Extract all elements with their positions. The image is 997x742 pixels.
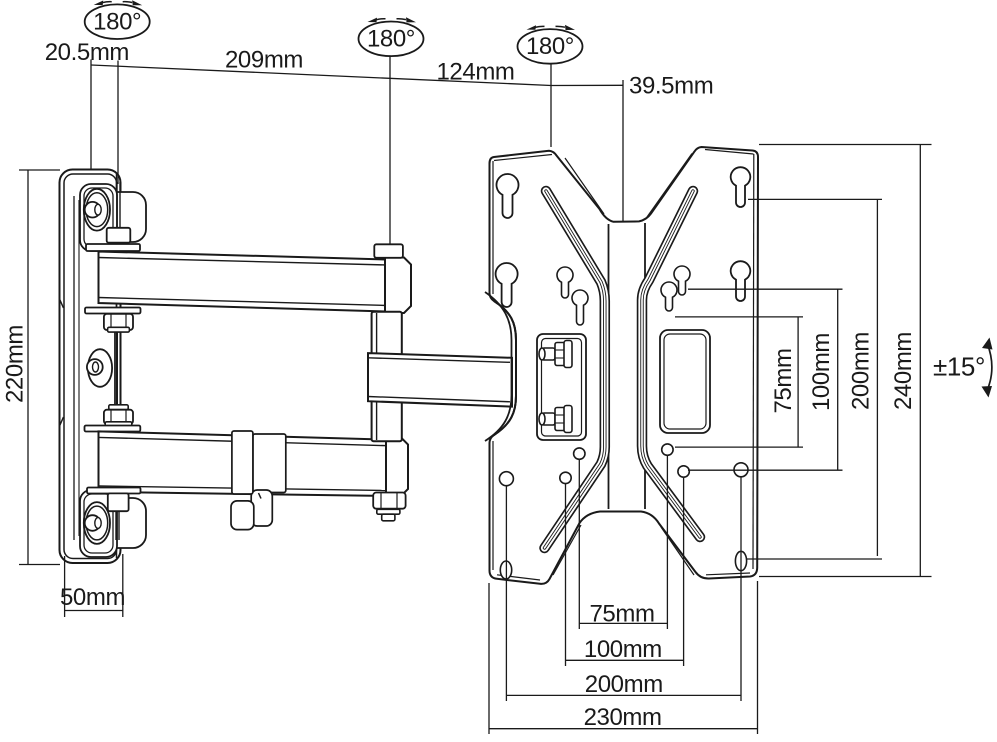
svg-text:124mm: 124mm xyxy=(436,59,514,86)
svg-text:180°: 180° xyxy=(367,25,415,52)
svg-text:200mm: 200mm xyxy=(585,671,663,698)
svg-text:75mm: 75mm xyxy=(589,601,654,628)
svg-text:200mm: 200mm xyxy=(848,332,875,410)
svg-text:220mm: 220mm xyxy=(2,325,29,403)
svg-text:100mm: 100mm xyxy=(808,333,835,411)
svg-text:20.5mm: 20.5mm xyxy=(45,39,129,66)
svg-text:100mm: 100mm xyxy=(584,636,662,663)
svg-text:230mm: 230mm xyxy=(584,704,662,731)
svg-text:50mm: 50mm xyxy=(60,584,125,611)
svg-text:180°: 180° xyxy=(526,33,574,60)
svg-text:209mm: 209mm xyxy=(225,47,303,74)
svg-text:180°: 180° xyxy=(93,8,141,35)
svg-text:±15°: ±15° xyxy=(933,352,985,382)
svg-text:75mm: 75mm xyxy=(770,348,797,413)
svg-text:240mm: 240mm xyxy=(890,332,917,410)
svg-text:39.5mm: 39.5mm xyxy=(629,73,713,100)
